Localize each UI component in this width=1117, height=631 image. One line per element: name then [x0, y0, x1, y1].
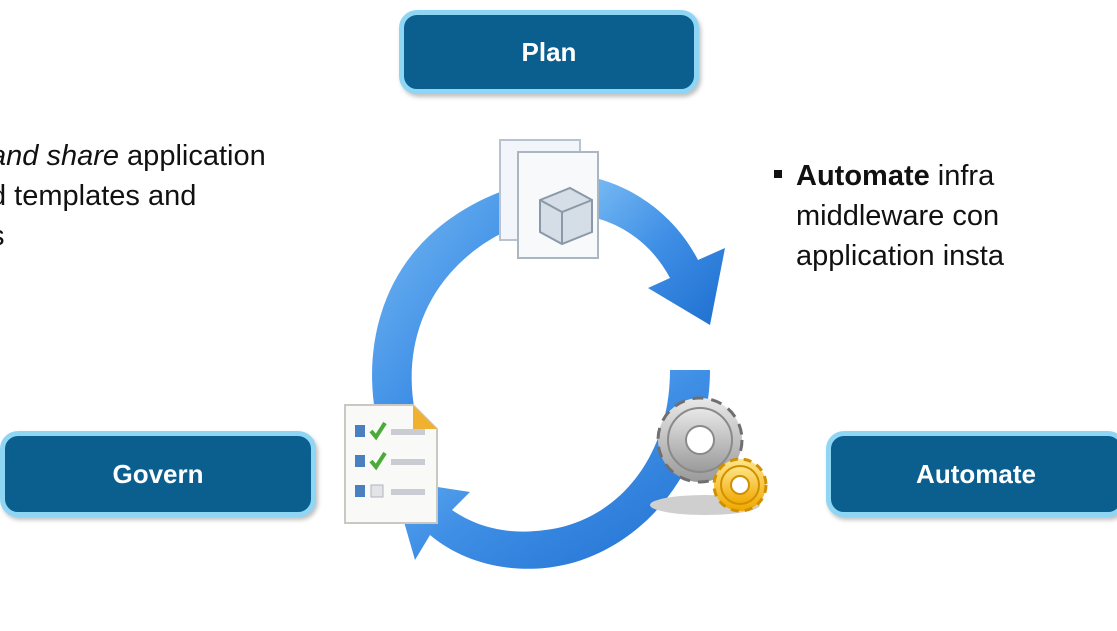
automate-stage-button: Automate [826, 431, 1117, 517]
left-text-line-3: s [0, 216, 266, 256]
bullet-icon [774, 170, 782, 179]
right-text-line-1-rest: infra [929, 160, 995, 192]
cycle-arrow-top-right [580, 175, 725, 325]
checklist-icon [344, 404, 438, 524]
govern-stage-button: Govern [0, 431, 316, 517]
left-text-line-1-rest: application [119, 140, 266, 172]
automate-description: Automate infra middleware con applicatio… [774, 156, 1004, 276]
automate-stage-label: Automate [916, 458, 1036, 489]
gears-icon [650, 396, 768, 515]
document-stack-icon [499, 139, 599, 259]
plan-description: and share application d templates and s [0, 136, 266, 256]
cycle-arrow-bottom [392, 370, 710, 569]
left-text-italic: and share [0, 140, 119, 172]
left-text-line-2: d templates and [0, 180, 197, 212]
govern-stage-label: Govern [112, 458, 204, 489]
plan-stage-button: Plan [399, 10, 699, 94]
left-text-line-1: and share application [0, 136, 266, 176]
right-text-line-2: middleware con [796, 200, 1000, 232]
right-text-line-3: application insta [796, 240, 1004, 272]
right-text-bold: Automate [796, 160, 930, 192]
lifecycle-cycle-graphic [344, 139, 768, 569]
right-text-line-1: Automate infra [774, 156, 1004, 196]
plan-stage-label: Plan [521, 36, 577, 67]
